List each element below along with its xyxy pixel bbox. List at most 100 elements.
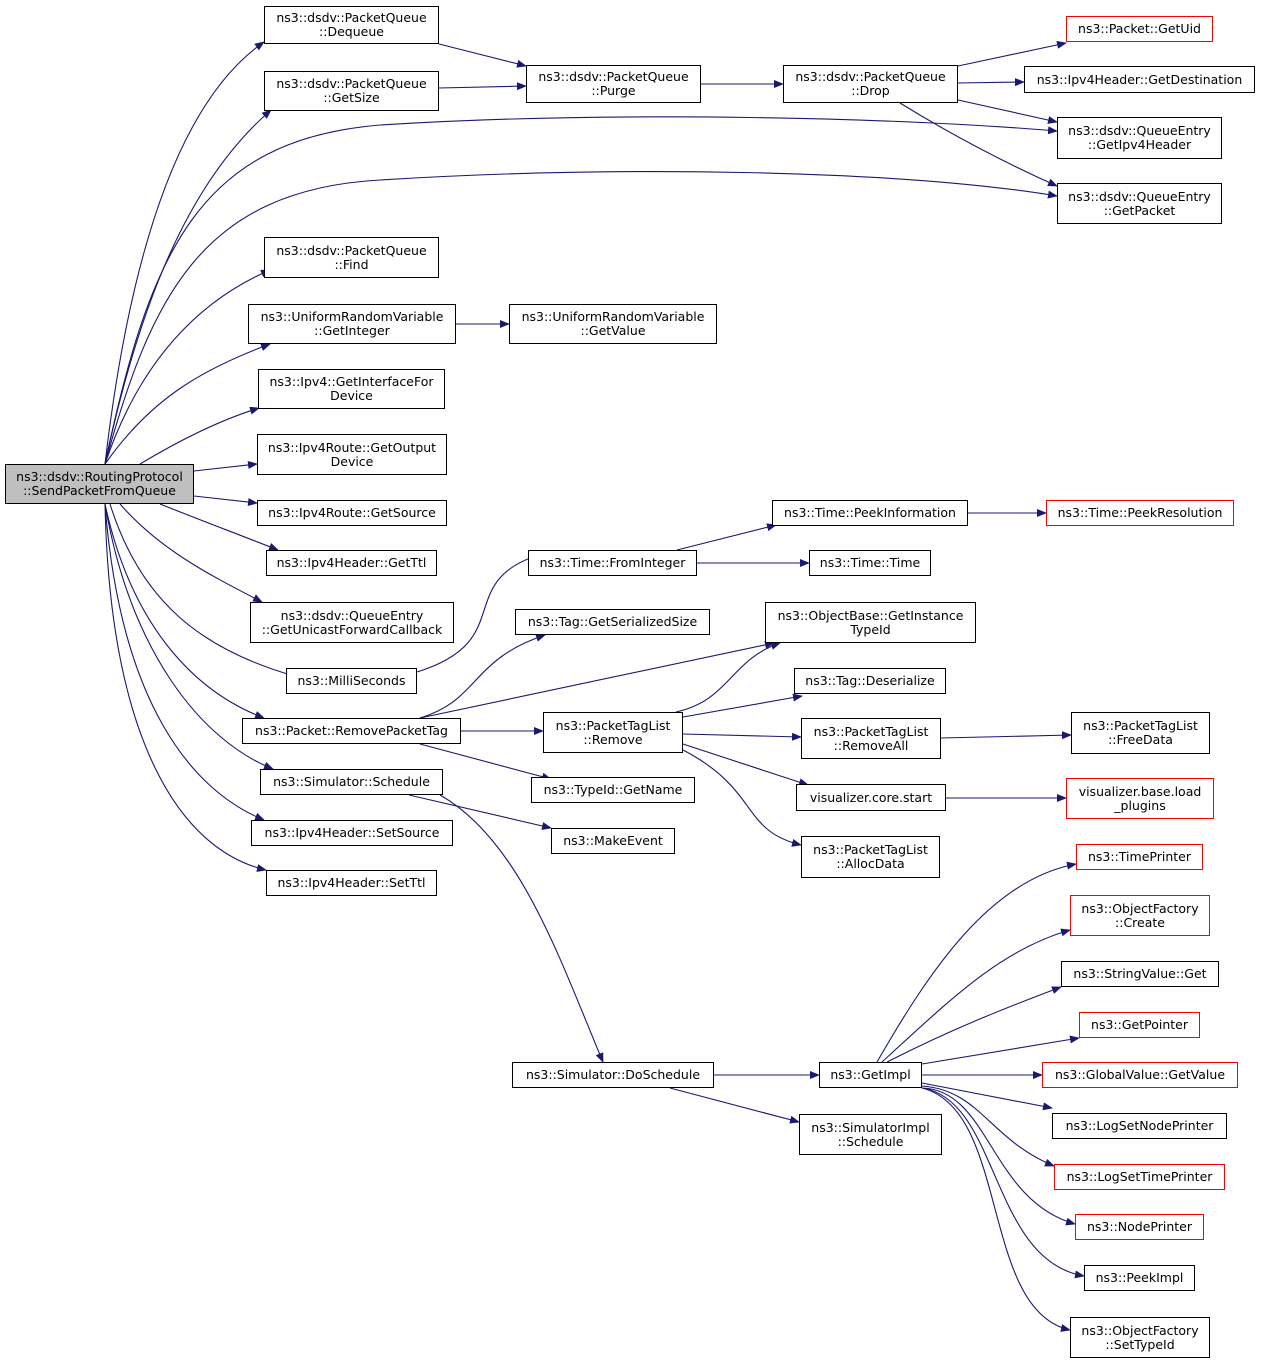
node-label: visualizer.base.load <box>1078 783 1202 799</box>
node-getpointer[interactable]: ns3::GetPointer <box>1079 1012 1200 1038</box>
node-milliseconds[interactable]: ns3::MilliSeconds <box>286 668 417 694</box>
node-packetqueue-dequeue[interactable]: ns3::dsdv::PacketQueue::Dequeue <box>264 6 439 44</box>
call-edge <box>104 503 265 719</box>
node-getimpl[interactable]: ns3::GetImpl <box>819 1062 922 1088</box>
node-uniformrandomvariable-getinteger[interactable]: ns3::UniformRandomVariable::GetInteger <box>248 304 456 344</box>
call-edge <box>881 928 1071 1063</box>
call-edge <box>438 43 527 68</box>
node-label: ::RemoveAll <box>833 737 909 753</box>
node-label: ns3::MakeEvent <box>563 833 663 848</box>
node-time-peekinformation[interactable]: ns3::Time::PeekInformation <box>772 500 968 526</box>
node-label: ns3::Ipv4::GetInterfaceFor <box>269 374 434 389</box>
node-label: ns3::Simulator::DoSchedule <box>525 1067 701 1082</box>
node-packet-removepackettag[interactable]: ns3::Packet::RemovePacketTag <box>242 718 461 744</box>
call-edge <box>682 732 802 741</box>
node-label: ::GetIpv4Header <box>1087 137 1192 152</box>
node-label: ns3::UniformRandomVariable <box>521 309 705 324</box>
call-edge <box>921 1087 1076 1226</box>
node-label: ns3::Simulator::Schedule <box>273 774 430 789</box>
node-time-time[interactable]: ns3::Time::Time <box>809 550 931 576</box>
node-nodeprinter[interactable]: ns3::NodePrinter <box>1075 1214 1204 1240</box>
node-label: TypeId <box>850 621 891 637</box>
node-timeprinter[interactable]: ns3::TimePrinter <box>1076 844 1203 870</box>
node-label: ns3::Time::Time <box>819 555 921 570</box>
node-logsetnodeprinter[interactable]: ns3::LogSetNodePrinter <box>1052 1113 1227 1139</box>
node-tag-deserialize[interactable]: ns3::Tag::Deserialize <box>794 668 946 694</box>
node-visualizer-base-load-plugins[interactable]: visualizer.base.load_plugins <box>1066 778 1214 819</box>
call-edge <box>193 495 258 506</box>
node-packettaglist-removeall[interactable]: ns3::PacketTagList::RemoveAll <box>801 718 941 759</box>
node-objectfactory-create[interactable]: ns3::ObjectFactory::Create <box>1070 895 1210 936</box>
call-edge <box>957 78 1025 87</box>
node-queueentry-getunicastforwardcallback[interactable]: ns3::dsdv::QueueEntry::GetUnicastForward… <box>250 602 454 643</box>
node-label: ::Schedule <box>837 1133 904 1149</box>
node-globalvalue-getvalue[interactable]: ns3::GlobalValue::GetValue <box>1042 1062 1238 1088</box>
call-edge <box>119 503 263 603</box>
node-simulator-doschedule[interactable]: ns3::Simulator::DoSchedule <box>512 1062 714 1088</box>
call-edge <box>104 343 271 465</box>
call-edge <box>940 731 1072 740</box>
node-label: ns3::GlobalValue::GetValue <box>1054 1067 1226 1082</box>
node-label: ::Create <box>1115 914 1165 930</box>
node-label: ns3::ObjectBase::GetInstance <box>777 607 964 623</box>
node-label: _plugins <box>1114 797 1166 813</box>
node-visualizer-core-start[interactable]: visualizer.core.start <box>796 784 946 811</box>
node-simulatorimpl-schedule[interactable]: ns3::SimulatorImpl::Schedule <box>799 1114 942 1155</box>
node-ipv4header-getttl[interactable]: ns3::Ipv4Header::GetTtl <box>266 550 437 576</box>
node-stringvalue-get[interactable]: ns3::StringValue::Get <box>1061 961 1219 987</box>
node-packetqueue-find[interactable]: ns3::dsdv::PacketQueue::Find <box>264 237 439 278</box>
node-label: ns3::PeekImpl <box>1095 1270 1184 1285</box>
node-label: ::GetSize <box>323 90 380 105</box>
node-label: ns3::Ipv4Header::GetTtl <box>276 555 427 570</box>
node-label: ns3::Packet::RemovePacketTag <box>255 723 448 738</box>
node-logsettimeprinter[interactable]: ns3::LogSetTimePrinter <box>1054 1164 1225 1190</box>
node-label: visualizer.core.start <box>809 789 933 805</box>
node-makeevent[interactable]: ns3::MakeEvent <box>551 828 675 854</box>
node-packettaglist-remove[interactable]: ns3::PacketTagList::Remove <box>543 712 683 753</box>
call-edge <box>104 503 267 872</box>
node-label: ::Find <box>334 256 369 272</box>
node-label: ns3::PacketTagList <box>813 842 928 857</box>
node-label: ns3::Time::PeekInformation <box>784 505 956 520</box>
node-queueentry-getipv4header[interactable]: ns3::dsdv::QueueEntry::GetIpv4Header <box>1057 117 1222 159</box>
node-packetqueue-drop[interactable]: ns3::dsdv::PacketQueue::Drop <box>783 65 958 103</box>
node-packetqueue-purge[interactable]: ns3::dsdv::PacketQueue::Purge <box>526 65 701 103</box>
node-simulator-schedule[interactable]: ns3::Simulator::Schedule <box>260 769 443 795</box>
node-tag-getserializedsize[interactable]: ns3::Tag::GetSerializedSize <box>515 609 710 635</box>
node-time-frominteger[interactable]: ns3::Time::FromInteger <box>528 550 697 576</box>
node-ipv4route-getsource[interactable]: ns3::Ipv4Route::GetSource <box>257 500 447 526</box>
node-label: ns3::Time::FromInteger <box>539 555 686 570</box>
call-edge <box>921 1087 1085 1279</box>
node-packettaglist-freedata[interactable]: ns3::PacketTagList::FreeData <box>1071 712 1210 754</box>
node-queueentry-getpacket[interactable]: ns3::dsdv::QueueEntry::GetPacket <box>1057 183 1222 224</box>
node-label: ns3::PacketTagList <box>555 717 671 733</box>
node-ipv4header-setttl[interactable]: ns3::Ipv4Header::SetTtl <box>266 870 437 896</box>
node-ipv4header-setsource[interactable]: ns3::Ipv4Header::SetSource <box>251 820 453 846</box>
node-time-peekresolution[interactable]: ns3::Time::PeekResolution <box>1046 500 1234 526</box>
node-uniformrandomvariable-getvalue[interactable]: ns3::UniformRandomVariable::GetValue <box>509 304 717 344</box>
node-label: ::Purge <box>591 83 636 98</box>
node-typeid-getname[interactable]: ns3::TypeId::GetName <box>531 777 695 803</box>
node-label: ::FreeData <box>1108 732 1173 747</box>
node-packettaglist-allocdata[interactable]: ns3::PacketTagList::AllocData <box>801 836 940 878</box>
node-peekimpl[interactable]: ns3::PeekImpl <box>1084 1265 1195 1291</box>
node-label: ns3::ObjectFactory <box>1081 1322 1199 1338</box>
call-edge <box>193 461 258 472</box>
node-objectfactory-settypeid[interactable]: ns3::ObjectFactory::SetTypeId <box>1070 1317 1210 1358</box>
node-label: ns3::GetPointer <box>1091 1017 1188 1032</box>
node-ipv4header-getdestination[interactable]: ns3::Ipv4Header::GetDestination <box>1024 66 1255 93</box>
node-label: ns3::Packet::GetUid <box>1078 21 1201 36</box>
node-packetqueue-getsize[interactable]: ns3::dsdv::PacketQueue::GetSize <box>264 71 439 111</box>
node-label: Device <box>330 453 374 469</box>
call-edge <box>104 269 271 465</box>
call-edge <box>104 503 274 770</box>
call-edge <box>921 1082 1053 1111</box>
node-label: ns3::MilliSeconds <box>297 673 406 688</box>
node-packet-getuid[interactable]: ns3::Packet::GetUid <box>1066 16 1213 42</box>
call-edge <box>104 503 265 821</box>
call-edge <box>876 861 1077 1063</box>
